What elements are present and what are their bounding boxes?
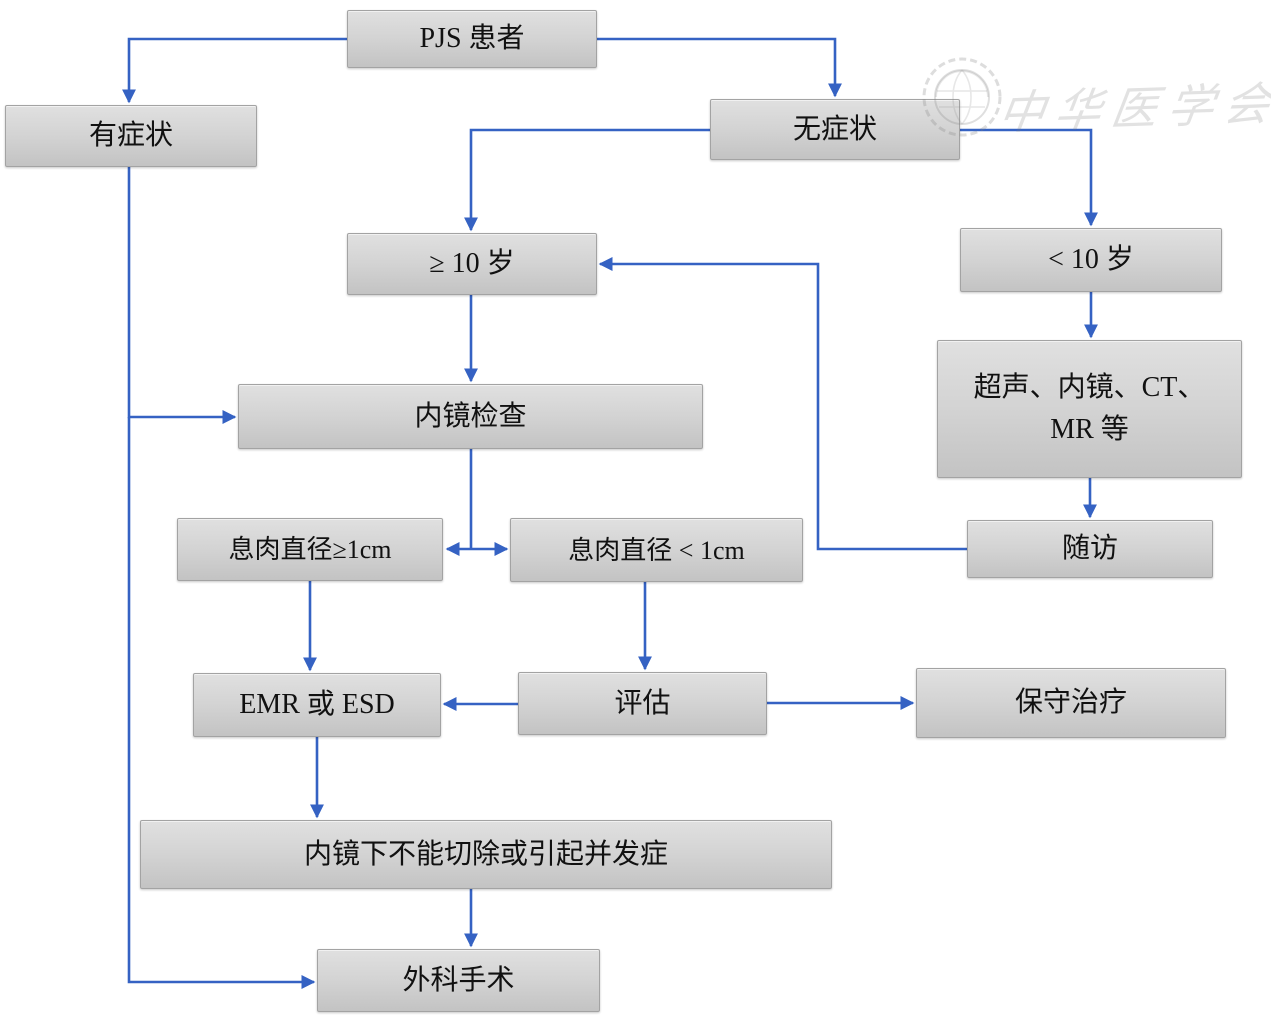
flow-node-follow-up: 随访 [967, 520, 1213, 578]
flow-node-emr-esd: EMR 或 ESD [193, 673, 441, 737]
edge-symptomatic-to-surgery [127, 417, 316, 990]
flow-node-endoscopy: 内镜检查 [238, 384, 703, 449]
edge-asymptomatic-to-ge10y [463, 128, 710, 232]
edge-asymptomatic-to-lt10y [960, 128, 1099, 227]
flow-node-pjs: PJS 患者 [347, 10, 597, 68]
flow-node-conservative: 保守治疗 [916, 668, 1226, 738]
flow-node-surgery: 外科手术 [317, 949, 600, 1012]
edge-symptomatic-to-endoscopy [127, 167, 237, 425]
edge-followup-to-ge10y [598, 256, 967, 551]
edge-pjs-to-asymptomatic [597, 37, 843, 98]
flow-node-polyp-lt-1cm: 息肉直径 < 1cm [510, 518, 803, 582]
flow-node-symptomatic: 有症状 [5, 105, 257, 167]
flow-node-not-resectable: 内镜下不能切除或引起并发症 [140, 820, 832, 889]
flow-node-asymptomatic: 无症状 [710, 99, 960, 160]
flow-node-polyp-ge-1cm: 息肉直径≥1cm [177, 518, 443, 581]
edge-pjs-to-symptomatic [121, 37, 347, 104]
flow-node-assessment: 评估 [518, 672, 767, 735]
flow-node-imaging: 超声、内镜、CT、MR 等 [937, 340, 1242, 478]
flow-node-ge-10y: ≥ 10 岁 [347, 233, 597, 295]
flow-node-lt-10y: < 10 岁 [960, 228, 1222, 292]
